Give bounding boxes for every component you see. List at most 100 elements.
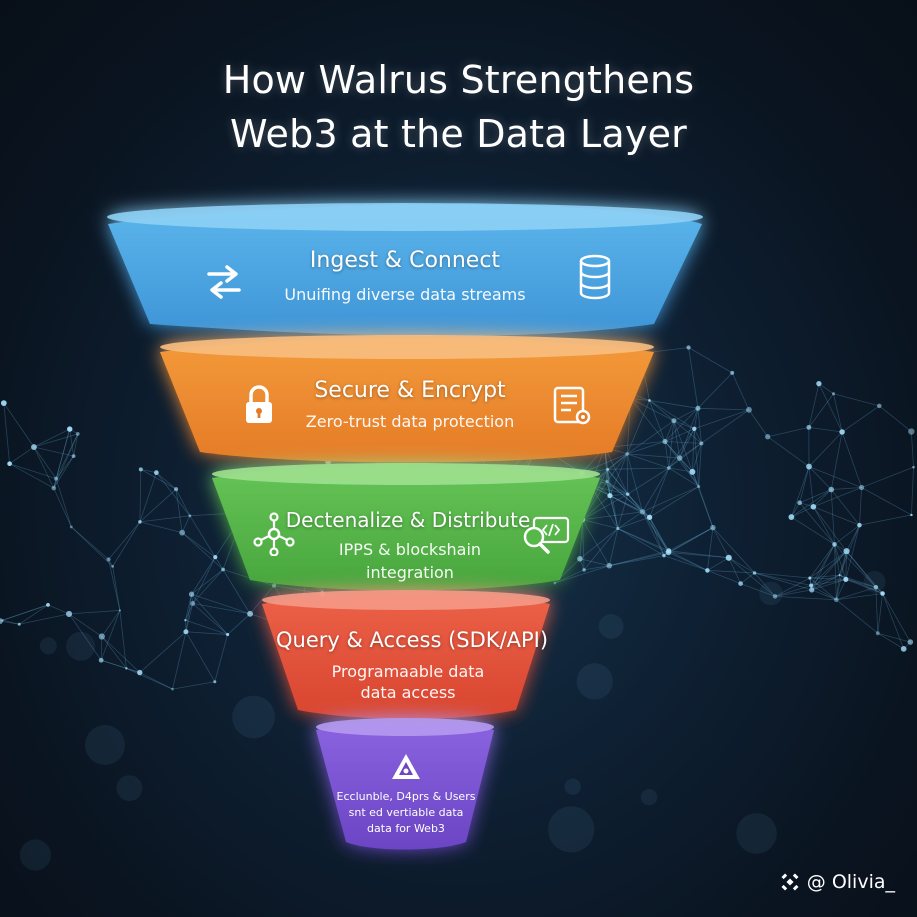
document-settings-icon: [553, 386, 591, 425]
stage-4-subtitle-line-2: data access: [360, 683, 456, 702]
network-node: [873, 585, 879, 590]
stage-3-title: Dectenalize & Distribute: [285, 508, 531, 532]
network-link: [582, 481, 608, 520]
network-link: [664, 441, 700, 487]
network-link: [649, 400, 695, 430]
network-link: [627, 493, 650, 518]
network-link: [53, 455, 74, 489]
network-node: [75, 432, 80, 436]
network-link: [101, 659, 140, 673]
network-node: [171, 687, 174, 691]
network-node: [689, 468, 696, 475]
network-link: [808, 431, 843, 467]
network-node: [665, 549, 672, 556]
bokeh-blob: [863, 570, 886, 593]
network-link: [754, 572, 810, 579]
network-link: [139, 472, 157, 523]
network-link: [2, 619, 20, 625]
network-node: [646, 514, 653, 520]
network-link: [693, 408, 699, 429]
network-link: [604, 447, 629, 495]
network-link: [836, 593, 883, 601]
network-node: [843, 576, 849, 582]
network-node: [271, 583, 277, 588]
network-link: [33, 446, 57, 479]
network-link: [811, 589, 837, 601]
bokeh-blob: [232, 695, 275, 739]
network-link: [608, 528, 619, 566]
network-link: [606, 469, 609, 482]
network-node: [692, 426, 697, 431]
network-link: [617, 528, 669, 552]
network-link: [668, 420, 675, 469]
bokeh-blob: [564, 778, 581, 795]
swap-arrows-icon: [207, 265, 241, 299]
network-link: [846, 524, 860, 552]
network-link: [910, 431, 914, 468]
network-link: [664, 408, 699, 442]
network-link: [112, 521, 141, 567]
network-link: [673, 420, 693, 473]
network-node: [666, 466, 671, 470]
funnel-stage-3: [212, 463, 600, 591]
network-link: [791, 466, 810, 518]
network-link: [668, 443, 702, 469]
network-node: [828, 486, 835, 493]
network-link: [813, 506, 835, 545]
network-link: [3, 402, 35, 448]
network-link: [668, 527, 714, 553]
network-link: [834, 544, 840, 576]
network-link: [668, 527, 714, 552]
network-link: [692, 428, 695, 472]
funnel-stage-4: [262, 590, 550, 719]
network-node: [66, 610, 73, 617]
network-node: [606, 467, 610, 471]
bokeh-blob: [116, 775, 143, 801]
network-link: [609, 552, 669, 567]
network-node: [875, 631, 880, 636]
stage-4-subtitle-line-1: Programaable data: [331, 662, 485, 681]
walrus-logo-icon: [392, 754, 420, 779]
network-link: [606, 481, 619, 529]
network-link: [668, 467, 693, 473]
network-link: [185, 631, 228, 635]
network-link: [642, 486, 699, 513]
network-node: [752, 571, 757, 575]
network-node: [111, 564, 115, 568]
network-link: [859, 487, 862, 526]
network-node: [137, 669, 143, 676]
network-link: [139, 488, 177, 523]
network-link: [101, 610, 121, 637]
network-link: [192, 556, 216, 604]
network-node: [910, 513, 913, 517]
network-link: [831, 487, 862, 490]
stage-5-subtitle-line-1: Ecclunble, D4prs & Users: [336, 790, 476, 803]
network-link: [609, 495, 619, 529]
network-link: [642, 511, 670, 552]
database-icon: [579, 254, 611, 300]
network-link: [911, 467, 914, 515]
network-link: [9, 446, 35, 465]
network-link: [582, 511, 643, 521]
network-link: [139, 521, 183, 534]
network-link: [668, 550, 729, 559]
stage-2-title: Secure & Encrypt: [314, 378, 506, 403]
network-link: [673, 420, 681, 459]
network-link: [668, 467, 699, 487]
network-link: [590, 485, 643, 513]
network-link: [698, 486, 714, 528]
network-link: [191, 556, 216, 595]
network-link: [882, 593, 905, 649]
network-node: [839, 429, 845, 435]
network-link: [47, 604, 70, 615]
network-link: [554, 565, 610, 584]
network-node: [0, 618, 3, 624]
network-link: [839, 551, 847, 576]
network-link: [579, 519, 583, 559]
network-link: [861, 487, 912, 516]
network-link: [810, 550, 847, 586]
network-link: [139, 515, 190, 523]
network-node: [648, 399, 651, 402]
network-link: [664, 441, 680, 459]
